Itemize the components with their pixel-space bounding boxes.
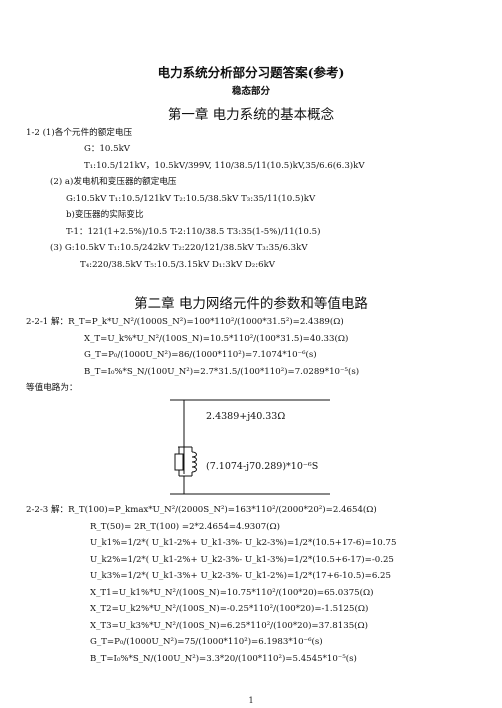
chapter-2-heading: 第二章 电力网络元件的参数和等值电路 <box>134 296 368 312</box>
text-line: G:10.5kV T₁:10.5/121kV T₂:10.5/38.5kV T₃… <box>66 194 316 204</box>
text-line: T₁:10.5/121kV，10.5kV/399V, 110/38.5/11(1… <box>84 161 365 171</box>
text-line: 2-2-3 解：R_T(100)=P_kmax*U_N²/(2000S_N²)=… <box>26 505 377 515</box>
text-line: X_T3=U_k3%*U_N²/(100S_N)=6.25*110²/(100*… <box>90 621 368 631</box>
resistor-symbol <box>174 453 184 471</box>
inductor-symbol <box>191 451 197 473</box>
shunt-admittance-label: (7.1074-j70.289)*10⁻⁶S <box>206 461 319 472</box>
text-line: R_T(50)= 2R_T(100) =2*2.4654=4.9307(Ω) <box>90 522 281 532</box>
text-line: X_T2=U_k2%*U_N²/(100S_N)=-0.25*110²/(100… <box>90 604 369 614</box>
chapter-1-heading: 第一章 电力系统的基本概念 <box>167 107 335 123</box>
text-line: B_T=I₀%*S_N/(100U_N²)=2.7*31.5/(100*110²… <box>84 367 360 377</box>
document-subtitle: 稳态部分 <box>231 86 270 97</box>
text-line: 等值电路为： <box>26 383 78 393</box>
text-line: U_k3%=1/2*( U_k1-3%+ U_k2-3%- U_k1-2%)=1… <box>90 571 391 581</box>
text-line: T-1：121(1+2.5%)/10.5 T-2:110/38.5 T3:35(… <box>66 227 321 237</box>
text-line: U_k2%=1/2*( U_k1-2%+ U_k2-3%- U_k1-3%)=1… <box>90 555 394 565</box>
text-line: G_T=P₀/(1000U_N²)=75/(1000*110²)=6.1983*… <box>90 637 323 647</box>
text-line: 1-2 (1)各个元件的额定电压 <box>26 128 133 138</box>
page-number: 1 <box>248 696 254 705</box>
text-line: 2-2-1 解：R_T=P_k*U_N²/(1000S_N²)=100*110²… <box>26 317 344 327</box>
text-line: (3) G:10.5kV T₁:10.5/242kV T₂:220/121/38… <box>50 243 308 253</box>
text-line: G：10.5kV <box>84 144 131 154</box>
text-line: B_T=I₀%*S_N/(100U_N²)=3.3*20/(100*110²)=… <box>90 654 357 664</box>
series-impedance-label: 2.4389+j40.33Ω <box>206 411 286 422</box>
text-line: X_T=U_k%*U_N²/(100S_N)=10.5*110²/(100*31… <box>84 334 349 344</box>
text-line: G_T=P₀/(1000U_N²)=86/(1000*110²)=7.1074*… <box>84 350 317 360</box>
text-line: (2) a)发电机和变压器的额定电压 <box>50 177 177 187</box>
document-title: 电力系统分析部分习题答案(参考) <box>157 65 345 80</box>
text-line: U_k1%=1/2*( U_k1-2%+ U_k1-3%- U_k2-3%)=1… <box>90 538 397 548</box>
text-line: X_T1=U_k1%*U_N²/(100S_N)=10.75*110²/(100… <box>90 588 374 598</box>
text-line: T₄:220/38.5kV T₅:10.5/3.15kV D₁:3kV D₂:6… <box>80 260 275 270</box>
text-line: b)变压器的实际变比 <box>66 210 144 220</box>
